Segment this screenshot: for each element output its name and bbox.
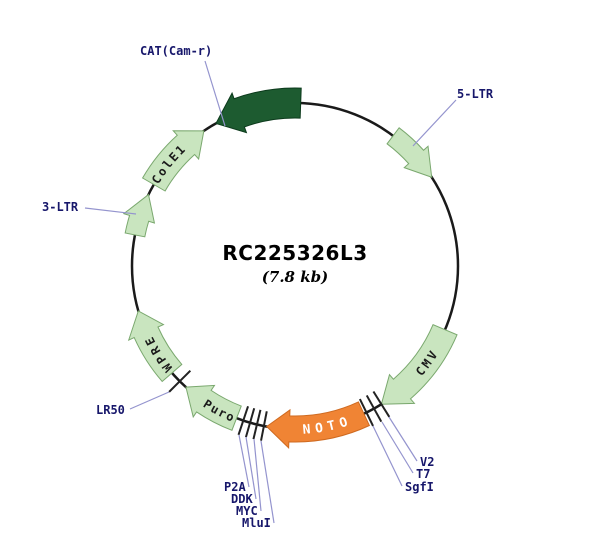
leader-ddk bbox=[245, 436, 257, 500]
leader-myc bbox=[253, 438, 262, 512]
leader-sgfi bbox=[372, 425, 403, 487]
label-sgfi: SgfI bbox=[405, 480, 434, 494]
label-5-ltr: 5-LTR bbox=[457, 87, 494, 101]
label-ddk: DDK bbox=[231, 492, 253, 506]
leader-cat-cam-r bbox=[204, 60, 226, 127]
tick-v2 bbox=[372, 390, 391, 418]
tick-p2a bbox=[237, 406, 249, 436]
tick-lr50 bbox=[168, 369, 192, 393]
feature-wpre bbox=[127, 310, 183, 383]
label-mlui: MluI bbox=[242, 516, 271, 530]
tick-sgfi bbox=[358, 398, 374, 427]
tick-ddk bbox=[244, 407, 256, 438]
feature-noto bbox=[265, 401, 371, 450]
label-t7: T7 bbox=[416, 467, 430, 481]
label-lr50: LR50 bbox=[96, 403, 125, 417]
leader-lr50 bbox=[129, 391, 170, 410]
label-p2a: P2A bbox=[224, 480, 246, 494]
leader-3-ltr bbox=[84, 207, 137, 215]
tick-mlui bbox=[260, 411, 268, 441]
tick-myc bbox=[252, 409, 262, 440]
tick-t7 bbox=[365, 394, 383, 423]
feature-5-ltr bbox=[386, 127, 433, 178]
leader-5-ltr bbox=[412, 99, 457, 147]
feature-cat-cam-r bbox=[215, 87, 302, 134]
label-v2: V2 bbox=[420, 455, 434, 469]
leader-v2 bbox=[388, 416, 418, 462]
leader-p2a bbox=[238, 434, 250, 488]
feature-puro bbox=[185, 384, 242, 431]
leader-t7 bbox=[381, 421, 414, 474]
label-cat-cam-r: CAT(Cam-r) bbox=[140, 44, 212, 58]
feature-3-ltr bbox=[122, 193, 156, 238]
label-myc: MYC bbox=[236, 504, 258, 518]
leader-mlui bbox=[260, 440, 275, 524]
label-3-ltr: 3-LTR bbox=[42, 200, 79, 214]
feature-cole1 bbox=[141, 130, 205, 192]
